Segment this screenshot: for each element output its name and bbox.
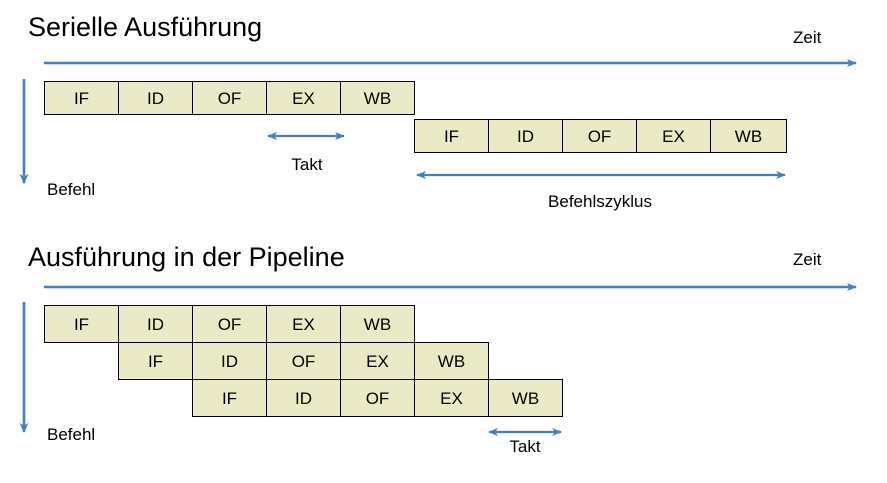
time-axis-label-serial: Zeit bbox=[793, 28, 822, 47]
stage-box: OF bbox=[562, 119, 637, 153]
section-title-pipeline: Ausführung in der Pipeline bbox=[28, 242, 345, 272]
stage-box: EX bbox=[340, 342, 415, 380]
stage-box: ID bbox=[192, 342, 267, 380]
stage-box: IF bbox=[118, 342, 193, 380]
stage-box: IF bbox=[192, 379, 267, 417]
stage-box: OF bbox=[192, 305, 267, 343]
stage-box: EX bbox=[636, 119, 711, 153]
stage-box: OF bbox=[266, 342, 341, 380]
stage-box: EX bbox=[266, 305, 341, 343]
stage-box: ID bbox=[266, 379, 341, 417]
stage-box: IF bbox=[44, 81, 119, 115]
stage-box: WB bbox=[340, 305, 415, 343]
stage-box: WB bbox=[710, 119, 787, 153]
stage-box: IF bbox=[44, 305, 119, 343]
time-axis-label-pipeline: Zeit bbox=[793, 250, 822, 269]
stage-box: WB bbox=[340, 81, 415, 115]
stage-box: WB bbox=[488, 379, 563, 417]
stage-box: ID bbox=[488, 119, 563, 153]
measure-label-befehlszyklus: Befehlszyklus bbox=[548, 192, 652, 211]
section-title-serial: Serielle Ausführung bbox=[28, 12, 263, 42]
instruction-axis-label-serial: Befehl bbox=[47, 180, 96, 199]
stage-box: OF bbox=[340, 379, 415, 417]
stage-box: EX bbox=[266, 81, 341, 115]
stage-box: OF bbox=[192, 81, 267, 115]
stage-box: ID bbox=[118, 81, 193, 115]
stage-box: EX bbox=[414, 379, 489, 417]
stage-box: IF bbox=[414, 119, 489, 153]
measure-label-takt-serial: Takt bbox=[291, 155, 323, 174]
instruction-axis-label-pipeline: Befehl bbox=[47, 425, 96, 444]
measure-label-takt-pipeline: Takt bbox=[509, 437, 541, 456]
stage-box: WB bbox=[414, 342, 489, 380]
stage-box: ID bbox=[118, 305, 193, 343]
